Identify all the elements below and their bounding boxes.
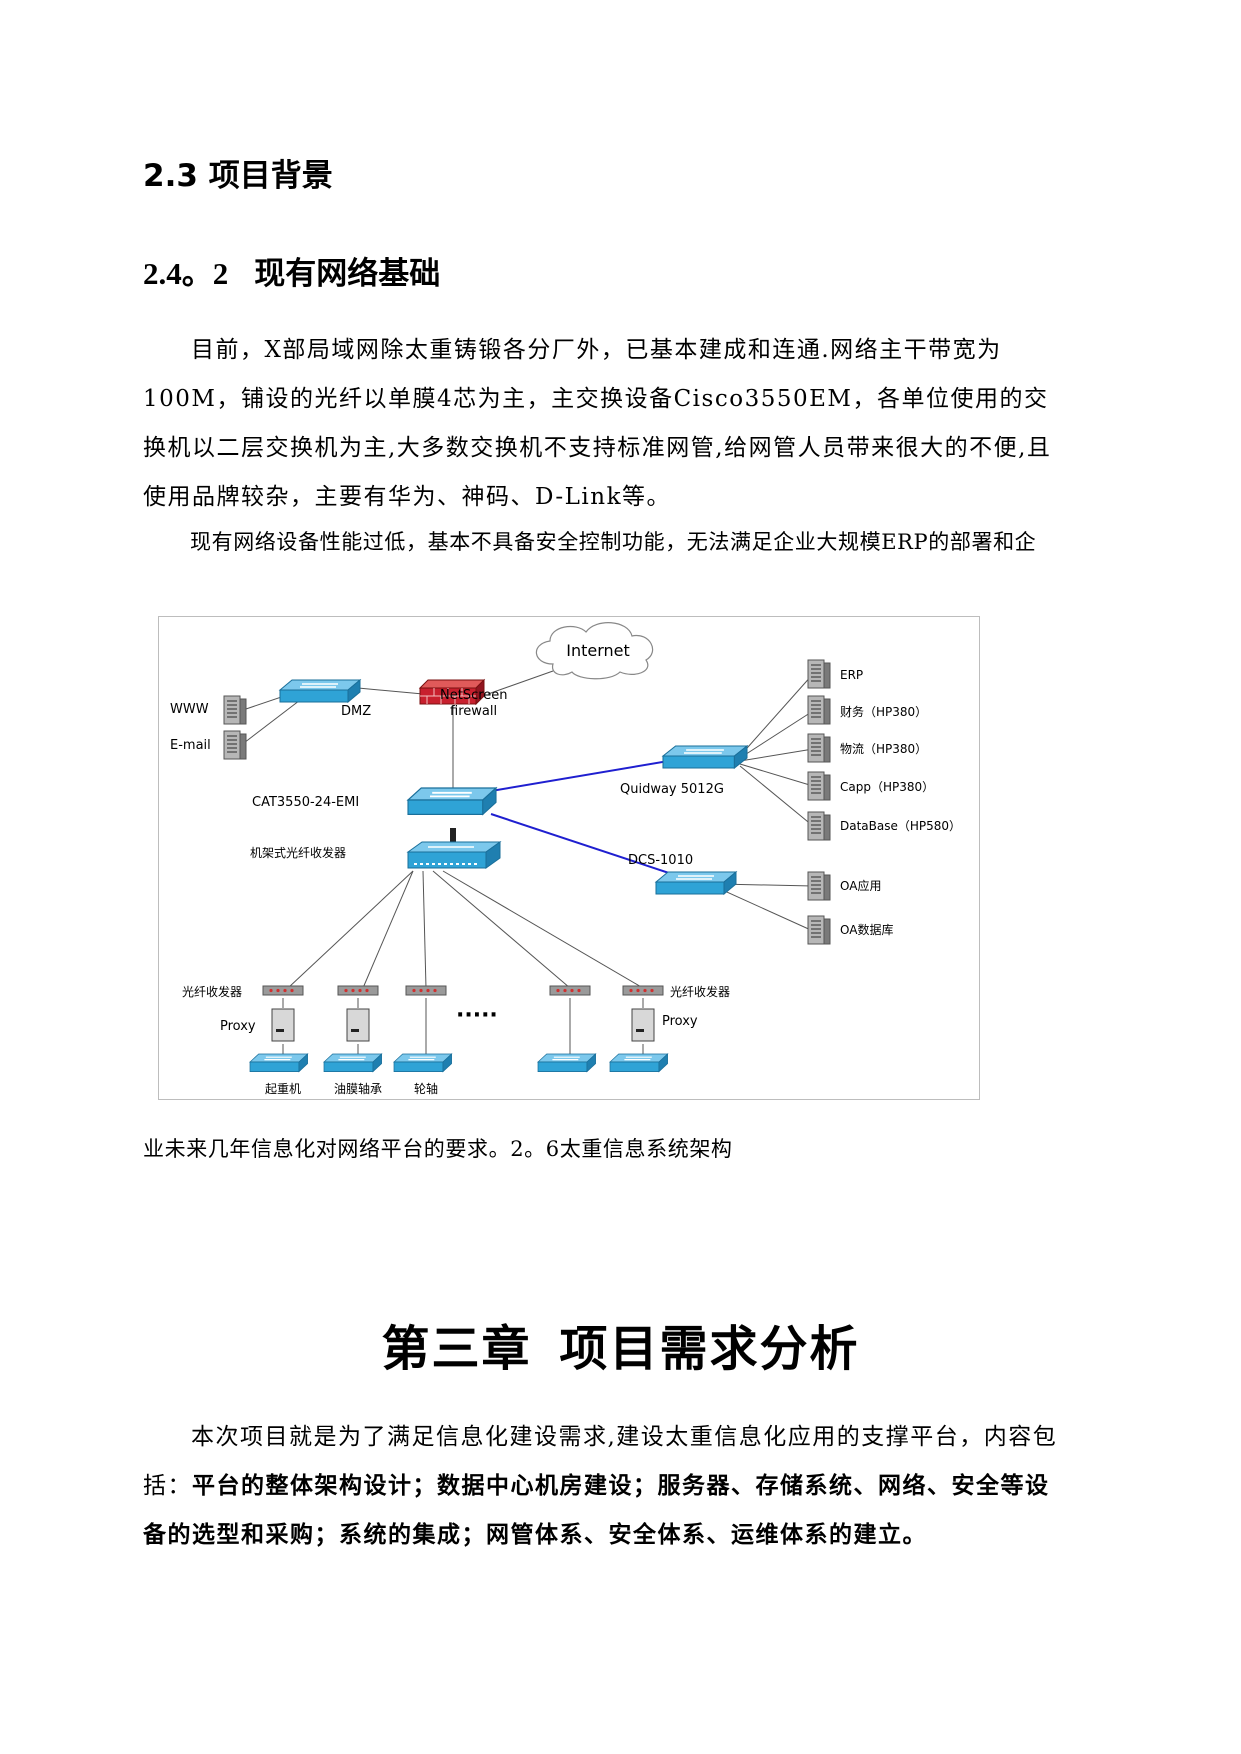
www-server-icon [223, 695, 247, 725]
server-label: ERP [840, 668, 863, 682]
oa-server-icon [807, 871, 831, 901]
quidway-switch-icon [662, 745, 748, 769]
www-label: WWW [170, 702, 209, 717]
link-core-dcs [490, 813, 679, 877]
internet-cloud: Internet [535, 622, 654, 680]
proxy-pc-icon [346, 1008, 370, 1042]
fiber-chassis-icon [406, 841, 502, 869]
branch-switch-icon [537, 1053, 597, 1073]
quidway-label: Quidway 5012G [620, 782, 724, 797]
server-icon [807, 733, 831, 763]
server-label: DataBase（HP580） [840, 819, 961, 833]
chapter-title: 第三章项目需求分析 [0, 1309, 1241, 1379]
section-heading-2-3: 2.3 项目背景 [143, 158, 333, 194]
transceiver-icon [622, 985, 664, 996]
email-server-icon [223, 730, 247, 760]
transceiver-icon [262, 985, 304, 996]
chapter-number: 第三章 [381, 1321, 532, 1377]
dmz-label: DMZ [341, 704, 371, 719]
dmz-switch-icon [279, 679, 361, 703]
fiber-chassis-label: 机架式光纤收发器 [250, 845, 346, 860]
firewall-icon [418, 678, 486, 706]
branch-label: 轮轴 [414, 1081, 438, 1096]
chapter-name: 项目需求分析 [559, 1321, 860, 1377]
network-diagram: Internet WWW E-mail DMZ NetScreen firewa… [158, 616, 980, 1100]
more-branches-ellipsis: ····· [456, 1003, 498, 1028]
server-label: 物流（HP380） [840, 742, 927, 756]
section-title: 现有网络基础 [254, 256, 441, 292]
proxy-label-right: Proxy [662, 1014, 698, 1029]
oa-server-label: OA数据库 [840, 922, 893, 937]
transceiver-label-right: 光纤收发器 [670, 984, 730, 999]
server-icon [807, 771, 831, 801]
paragraph-requirements: 本次项目就是为了满足信息化建设需求,建设太重信息化应用的支撑平台，内容包括：平台… [143, 1413, 1063, 1560]
branch-label: 油膜轴承 [334, 1081, 382, 1096]
dcs-label: DCS-1010 [628, 853, 693, 868]
transceiver-label-left: 光纤收发器 [182, 984, 242, 999]
oa-server-icon [807, 915, 831, 945]
server-icon [807, 659, 831, 689]
requirements-lead: 本次项目就是为了满足信息化建设需求,建设太重信息化应用的支撑平台，内容包括： [143, 1424, 1058, 1499]
server-icon [807, 811, 831, 841]
server-icon [807, 695, 831, 725]
branch-label: 起重机 [265, 1082, 301, 1096]
branch-switch-icon [393, 1053, 453, 1073]
proxy-pc-icon [271, 1008, 295, 1042]
core-switch-icon [407, 787, 497, 816]
core-switch-label: CAT3550-24-EMI [252, 795, 359, 810]
section-heading-2-4-2: 2.4。2 现有网络基础 [143, 248, 440, 293]
branch-switch-icon [609, 1053, 669, 1073]
paragraph-performance: 现有网络设备性能过低，基本不具备安全控制功能，无法满足企业大规模ERP的部署和企 [190, 530, 1037, 554]
server-label: Capp（HP380） [840, 780, 934, 794]
transceiver-icon [405, 985, 447, 996]
firewall-label-line2: firewall [450, 704, 497, 719]
server-label: 财务（HP380） [840, 704, 927, 719]
transceiver-icon [337, 985, 379, 996]
requirements-bold: 平台的整体架构设计；数据中心机房建设；服务器、存储系统、网络、安全等设备的选型和… [143, 1473, 1050, 1548]
paragraph-network-basis: 目前，X部局域网除太重铸锻各分厂外，已基本建成和连通.网络主干带宽为100M，铺… [143, 337, 1052, 510]
figure-caption: 业未来几年信息化对网络平台的要求。2。6太重信息系统架构 [143, 1137, 733, 1161]
transceiver-icon [549, 985, 591, 996]
internet-label: Internet [566, 641, 630, 660]
email-label: E-mail [170, 738, 211, 753]
proxy-pc-icon [631, 1008, 655, 1042]
oa-server-label: OA应用 [840, 878, 881, 893]
firewall-label-line1: NetScreen [440, 688, 508, 703]
proxy-label-left: Proxy [220, 1019, 256, 1034]
section-number: 2.4。2 [143, 256, 229, 291]
branch-switch-icon [323, 1053, 383, 1073]
dcs-switch-icon [655, 871, 737, 895]
branch-switch-icon [249, 1053, 309, 1073]
fiber-trunk [450, 828, 456, 844]
